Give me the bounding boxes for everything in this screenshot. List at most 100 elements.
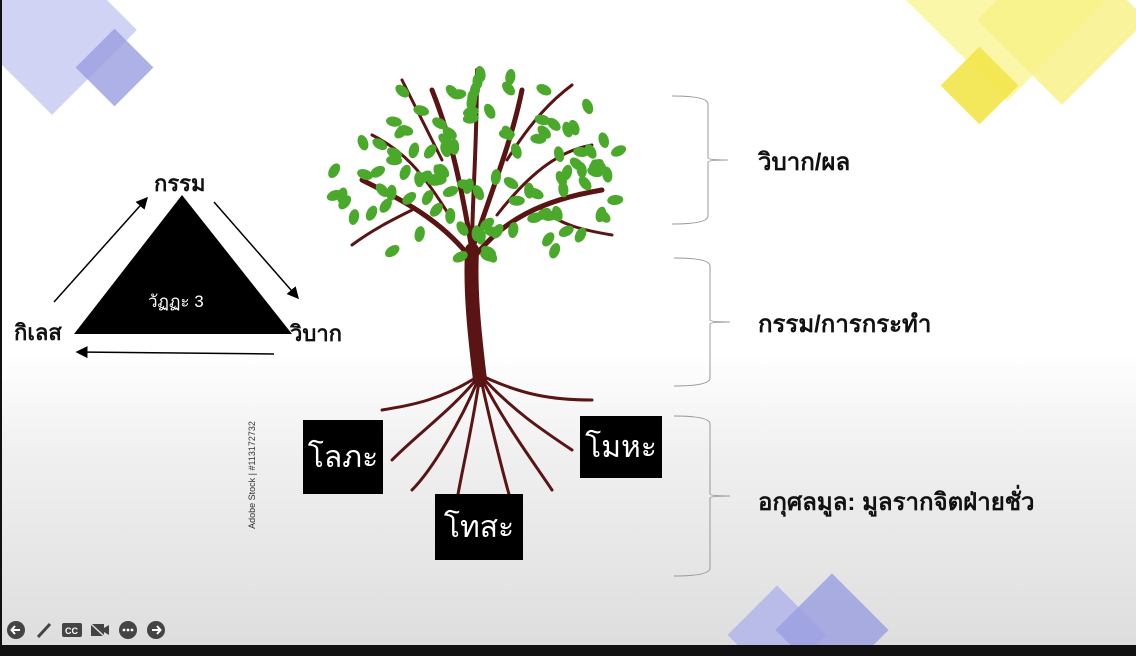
tree-leaf [611,145,627,157]
tree-leaf [457,179,473,190]
tree-leaf [402,191,417,205]
tree-root [390,373,482,462]
tree-leaf [370,165,386,178]
crown-label: วิบาก/ผล [758,149,851,176]
arrow-left-icon [7,621,25,639]
more-options-button[interactable] [118,620,138,640]
tree-leaf [386,184,397,201]
tree-leaf [385,245,400,258]
tree-leaf [338,195,352,210]
tree-root [380,373,482,412]
cycle-top-label: กรรม [154,171,206,196]
tree-leaf [452,251,468,263]
tree-illustration [326,65,627,507]
tree-leaf [399,164,411,180]
tree-leaf [602,166,613,183]
tree-root [455,373,482,502]
tree-leaf [578,176,592,191]
more-icon [119,621,137,639]
tree-leaf [414,226,425,242]
tree-leaf [558,181,569,198]
braces [671,95,731,577]
tree-leaf [445,207,456,224]
tree-leaf [558,225,574,237]
tree-leaf [475,65,486,82]
tree-leaf [501,125,514,141]
root-label: โทสะ [443,510,515,544]
captions-button[interactable]: CC [62,620,82,640]
root-box-dosa: โทสะ [435,494,523,560]
tree-leaf [386,155,403,166]
tree-leaf [467,89,478,106]
tree-leaf [568,119,580,136]
tree-leaf [414,171,425,188]
previous-slide-button[interactable] [6,620,26,640]
tree-leaf [379,198,392,213]
tree-leaf [463,106,479,118]
root-label: โมหะ [585,430,657,464]
tree-leaf [423,144,437,159]
cycle-diagram [53,195,299,359]
tree-leaf [450,89,467,100]
tree-leaf [395,84,410,98]
tree-root [478,373,594,402]
tree-leaf [472,185,485,201]
tree-leaf [553,146,565,163]
arrow-right-icon [147,621,165,639]
tree-leaf [432,117,447,130]
tree-leaf [576,162,587,179]
tree-leaf [552,205,563,222]
cycle-center-label: วัฏฏะ 3 [148,292,204,311]
tree-branch [429,87,475,253]
tree-leaf [534,114,551,126]
tree-leaf [471,225,482,242]
arrow-down [213,201,299,300]
tree-leaf [328,163,341,178]
tree-leaf [537,125,551,139]
tree-branch [350,208,414,247]
tree-leaf [326,189,343,201]
tree-leaf [508,195,525,206]
tree-leaf [348,209,360,225]
tree-leaf [357,169,373,180]
tree-leaf [365,205,378,221]
cycle-left-label: กิเลส [14,320,62,345]
tree-root [410,373,482,492]
tree-leaf [607,194,624,206]
tree-leaf [508,222,519,239]
presenter-toolbar: CC [6,620,166,640]
svg-text:CC: CC [65,626,78,636]
brace-trunk [673,257,731,387]
camera-button[interactable] [90,620,110,640]
arrow-up [53,196,148,303]
pen-button[interactable] [34,620,54,640]
tree-leaf [598,132,610,148]
tree-leaf [582,98,594,115]
tree-leaf [375,183,389,197]
tree-leaf [505,69,516,85]
root-box-moha: โมหะ [580,416,662,478]
tree-leaf [596,209,611,223]
tree-leaf [503,176,519,190]
camera-off-icon [90,623,109,637]
tree-leaf [397,125,414,136]
cycle-right-label: วิบาก [290,321,342,346]
tree-leaf [490,169,501,186]
arrow-left [75,346,275,359]
tree-leaf [372,138,388,151]
tree-leaf [587,166,603,178]
tree-leaf [527,212,543,223]
tree-leaf [484,248,498,263]
tree-root [478,373,574,452]
tree-leaf [483,103,496,119]
tree-leaf [502,81,515,96]
pen-icon [36,622,52,639]
tree-leaf [574,227,587,243]
tree-leaf [430,175,447,186]
tree-leaf [584,144,597,159]
brace-root [673,415,731,577]
tree-leaf [484,226,501,237]
tree-leaf [561,164,573,181]
next-slide-button[interactable] [146,620,166,640]
